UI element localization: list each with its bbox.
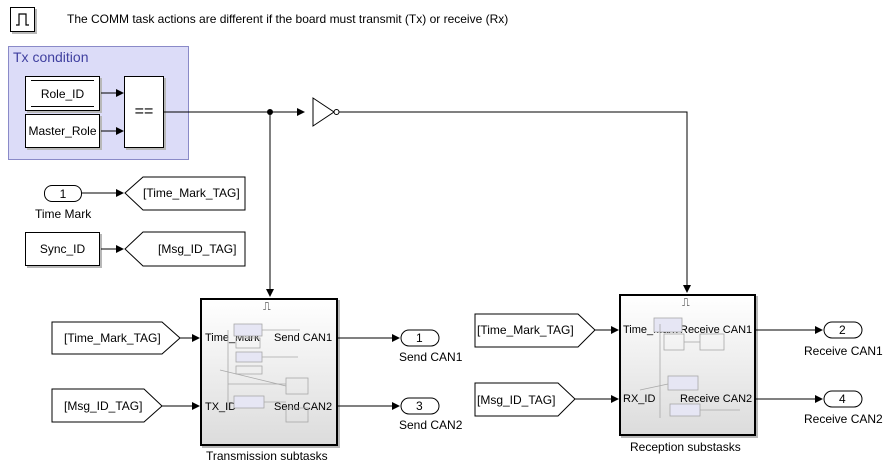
role-id-bottom-bar xyxy=(31,106,94,107)
inport-time-mark[interactable]: 1 xyxy=(44,185,82,202)
role-id-top-bar xyxy=(31,80,94,81)
reception-title: Reception substasks xyxy=(630,440,741,454)
outport-receive-can2-number: 4 xyxy=(839,392,846,406)
equality-operator-label: == xyxy=(134,103,154,120)
transmission-subsystem[interactable] xyxy=(200,298,338,446)
from-time-mark-text-tx: [Time_Mark_TAG] xyxy=(64,331,161,345)
not-gate[interactable] xyxy=(312,97,340,127)
transmission-port-send-can2: Send CAN2 xyxy=(274,401,333,413)
sync-id-constant[interactable]: Sync_ID xyxy=(25,232,100,266)
from-msg-id-text-rx: [Msg_ID_TAG] xyxy=(477,393,556,407)
outport-receive-can2-label: Receive CAN2 xyxy=(804,412,883,426)
from-msg-id-text-tx: [Msg_ID_TAG] xyxy=(64,399,143,413)
sync-id-label: Sync_ID xyxy=(39,242,86,256)
outport-receive-can2[interactable] xyxy=(823,390,863,408)
from-time-mark-tag-rx[interactable] xyxy=(474,313,596,348)
from-time-mark-text-rx: [Time_Mark_TAG] xyxy=(477,323,574,337)
outport-send-can1[interactable] xyxy=(400,329,440,347)
inport-time-mark-label: Time Mark xyxy=(35,207,92,221)
tx-condition-title: Tx condition xyxy=(13,49,89,65)
goto-msg-id-tag[interactable] xyxy=(124,231,246,267)
goto-time-mark-text: [Time_Mark_TAG] xyxy=(143,186,240,200)
equality-operator-block[interactable]: == xyxy=(124,76,164,148)
goto-msg-id-text: [Msg_ID_TAG] xyxy=(158,242,237,256)
pulse-icon-block[interactable] xyxy=(10,7,35,32)
reception-port-rx-id: RX_ID xyxy=(623,393,656,405)
outport-send-can2-label: Send CAN2 xyxy=(399,418,463,432)
pulse-icon xyxy=(16,13,29,26)
from-msg-id-tag-rx[interactable] xyxy=(474,382,576,417)
outport-send-can1-label: Send CAN1 xyxy=(399,350,463,364)
role-id-label: Role_ID xyxy=(40,86,85,101)
inport-time-mark-number: 1 xyxy=(59,186,67,201)
reception-port-receive-can1: Receive CAN1 xyxy=(680,324,753,336)
from-msg-id-tag-tx[interactable] xyxy=(51,388,163,423)
outport-receive-can1[interactable] xyxy=(823,321,863,339)
transmission-title: Transmission subtasks xyxy=(206,449,328,463)
outport-send-can2-number: 3 xyxy=(416,399,423,413)
transmission-trigger-icon: ⎍ xyxy=(263,301,271,313)
master-role-label: Master_Role xyxy=(28,124,97,138)
transmission-port-send-can1: Send CAN1 xyxy=(274,332,333,344)
wire-rx-trigger xyxy=(339,111,691,293)
role-id-constant[interactable]: Role_ID xyxy=(25,76,100,111)
master-role-constant[interactable]: Master_Role xyxy=(25,114,100,148)
outport-send-can1-number: 1 xyxy=(416,331,423,345)
outport-receive-can1-label: Receive CAN1 xyxy=(804,344,883,358)
header-note: The COMM task actions are different if t… xyxy=(67,12,509,26)
reception-trigger-icon: ⎍ xyxy=(682,297,690,309)
reception-internal-preview xyxy=(639,317,740,418)
outport-send-can2[interactable] xyxy=(400,397,440,415)
goto-time-mark-tag[interactable] xyxy=(124,176,246,211)
outport-receive-can1-number: 2 xyxy=(839,323,846,337)
from-time-mark-tag-tx[interactable] xyxy=(51,321,181,355)
transmission-internal-preview xyxy=(219,323,309,423)
reception-port-receive-can2: Receive CAN2 xyxy=(680,393,753,405)
